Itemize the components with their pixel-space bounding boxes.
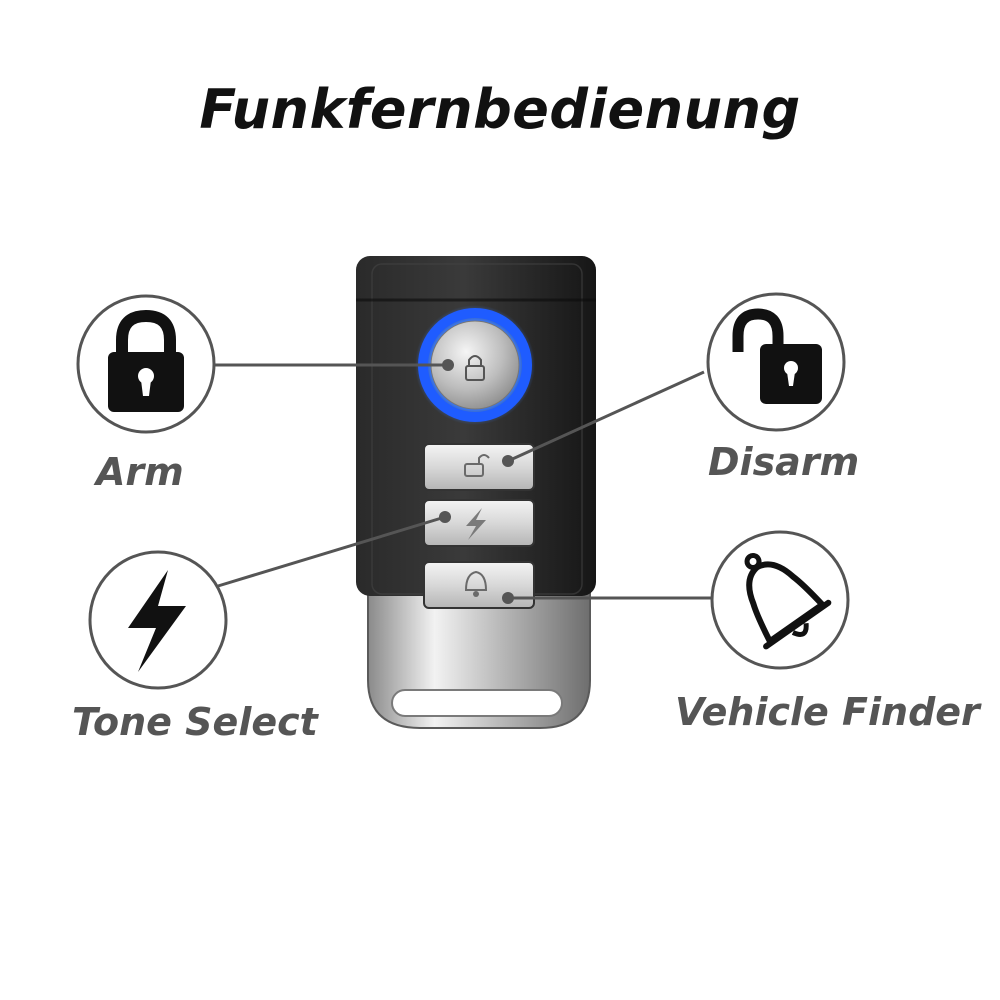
tone-select-button[interactable] xyxy=(423,499,535,547)
button-lock-glyph-icon xyxy=(465,355,485,381)
tone-select-label: Tone Select xyxy=(72,700,318,744)
button-bell-glyph-icon xyxy=(464,570,488,597)
arm-label: Arm xyxy=(96,450,184,494)
bell-icon xyxy=(710,530,850,670)
page-title: Funkfernbedienung xyxy=(199,78,801,141)
button-bolt-glyph-icon xyxy=(466,508,486,540)
arm-main-button[interactable] xyxy=(415,305,535,425)
lightning-bolt-icon xyxy=(88,550,228,690)
connector-lines xyxy=(215,363,712,600)
disarm-label: Disarm xyxy=(708,440,860,484)
connector-dots xyxy=(439,359,514,604)
disarm-connector-line xyxy=(507,370,705,463)
locked-padlock-icon xyxy=(76,294,216,434)
unlocked-padlock-icon xyxy=(706,292,846,432)
button-unlock-glyph-icon xyxy=(464,454,490,477)
vehicle-finder-button[interactable] xyxy=(423,561,535,609)
disarm-button[interactable] xyxy=(423,443,535,491)
vehicle-finder-label: Vehicle Finder xyxy=(675,690,980,734)
tone-select-connector-line xyxy=(217,515,446,588)
